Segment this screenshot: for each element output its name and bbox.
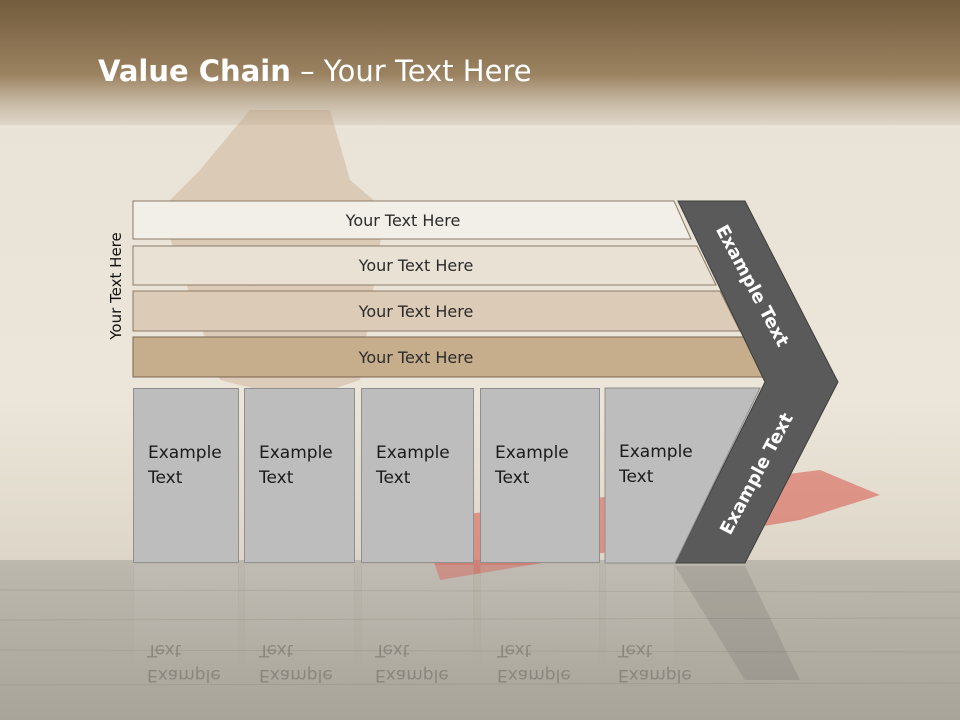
activity-box-4-line1: Example — [495, 443, 569, 463]
band-2: Your Text Here — [133, 246, 699, 285]
band-1-label: Your Text Here — [345, 210, 461, 230]
page-title: Value Chain – Your Text Here — [98, 54, 532, 88]
activity-box-1-line2: Text — [148, 468, 183, 488]
activity-box-5-line2: Text — [619, 467, 654, 487]
activity-box-4-line2: Text — [495, 468, 530, 488]
band-1-shape — [132, 200, 692, 240]
band-3-label: Your Text Here — [358, 301, 474, 321]
activity-box-3-line1: Example — [376, 443, 450, 463]
activity-box-2-line1: Example — [259, 443, 333, 463]
chevron-shape — [674, 200, 839, 564]
activity-box-5-line1: Example — [619, 442, 693, 462]
activity-box-1: Example Text — [133, 388, 239, 563]
title-rest: – Your Text Here — [290, 54, 532, 88]
band-3: Your Text Here — [133, 291, 699, 331]
activity-box-4: Example Text — [480, 388, 600, 563]
activity-box-3-line2: Text — [376, 468, 411, 488]
activity-box-2: Example Text — [244, 388, 355, 563]
band-2-shape — [132, 245, 717, 286]
band-2-label: Your Text Here — [358, 256, 474, 275]
activity-box-3: Example Text — [361, 388, 474, 563]
band-4-label: Your Text Here — [358, 347, 474, 367]
title-bold: Value Chain — [98, 54, 291, 88]
activity-box-2-line2: Text — [259, 468, 294, 488]
box-5-shape — [604, 387, 761, 564]
band-1: Your Text Here — [133, 201, 673, 239]
activity-box-1-line1: Example — [148, 443, 222, 463]
band-4: Your Text Here — [133, 337, 699, 377]
activity-box-5: Example Text — [605, 388, 715, 563]
